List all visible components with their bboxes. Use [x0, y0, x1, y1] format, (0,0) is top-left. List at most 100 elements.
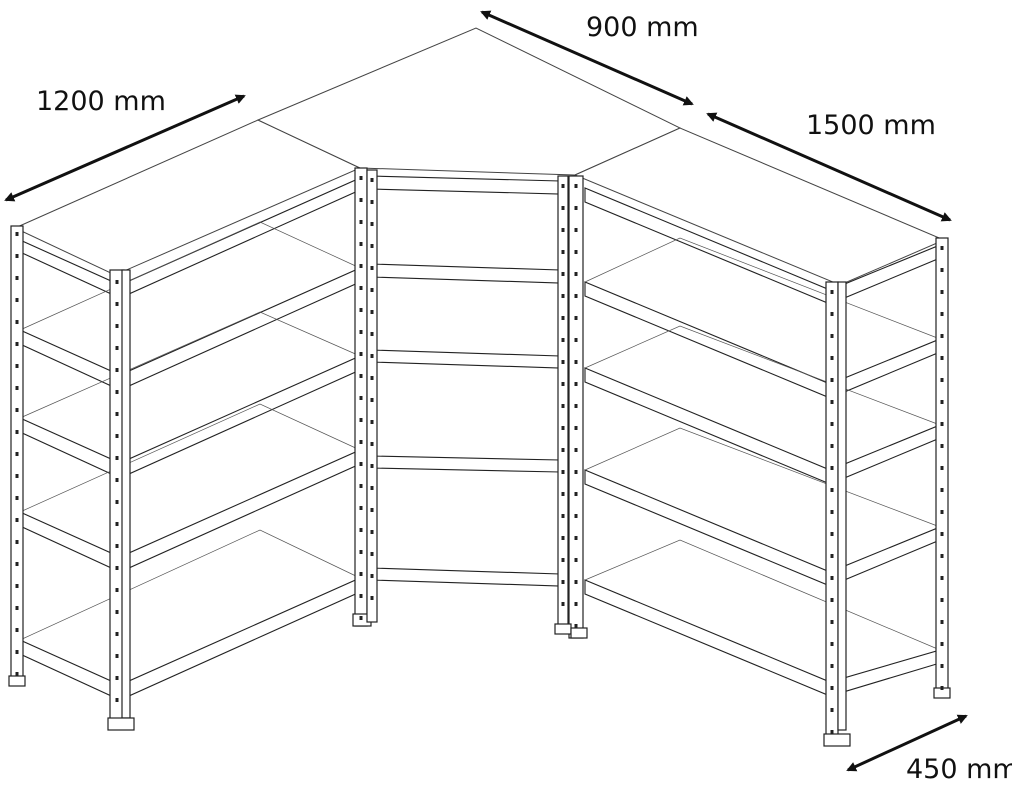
post-hole: [574, 338, 578, 342]
post-hole: [830, 598, 834, 602]
post-hole: [370, 178, 374, 182]
post-hole: [561, 206, 565, 210]
post-hole: [940, 576, 944, 580]
dimension-label-right: 1500 mm: [806, 110, 936, 141]
arrow-900: [480, 10, 694, 106]
dimension-label-left: 1200 mm: [36, 86, 166, 117]
post-hole: [940, 510, 944, 514]
post-hole: [574, 228, 578, 232]
post-hole: [830, 356, 834, 360]
post-hole: [370, 464, 374, 468]
post-hole: [574, 426, 578, 430]
post-hole: [561, 404, 565, 408]
post-hole: [115, 544, 119, 548]
post-hole: [830, 620, 834, 624]
post-hole: [561, 382, 565, 386]
post-hole: [115, 500, 119, 504]
post-hole: [940, 554, 944, 558]
post-hole: [940, 642, 944, 646]
post-hole: [940, 664, 944, 668]
post-hole: [940, 378, 944, 382]
post-hole: [359, 418, 363, 422]
post-hole: [830, 664, 834, 668]
arrow-450: [846, 714, 968, 772]
post-hole: [561, 426, 565, 430]
post-hole: [359, 264, 363, 268]
post-hole: [370, 574, 374, 578]
post-hole: [359, 286, 363, 290]
post-hole: [561, 316, 565, 320]
post-hole: [115, 676, 119, 680]
post-hole: [561, 470, 565, 474]
post-hole: [15, 518, 19, 522]
arrow-1500: [706, 112, 952, 222]
post-hole: [574, 492, 578, 496]
post-hole: [359, 220, 363, 224]
post-hole: [574, 360, 578, 364]
post-hole: [115, 698, 119, 702]
post-hole: [561, 272, 565, 276]
post-hole: [830, 400, 834, 404]
post-hole: [115, 390, 119, 394]
post-hole: [115, 632, 119, 636]
post-hole: [370, 332, 374, 336]
post-hole: [561, 250, 565, 254]
post-hole: [940, 686, 944, 690]
post-hole: [370, 530, 374, 534]
post-hole: [940, 620, 944, 624]
post-hole: [15, 276, 19, 280]
arrow-1200: [4, 94, 246, 202]
post-hole: [15, 606, 19, 610]
post-hole: [15, 584, 19, 588]
post-hole: [940, 312, 944, 316]
post-hole: [574, 206, 578, 210]
post-hole: [15, 430, 19, 434]
post-hole: [830, 422, 834, 426]
post-hole: [830, 576, 834, 580]
post-hole: [940, 400, 944, 404]
post-hole: [574, 558, 578, 562]
post-hole: [15, 232, 19, 236]
post-hole: [561, 184, 565, 188]
post-hole: [940, 334, 944, 338]
middle-left-post: [366, 169, 378, 623]
post-hole: [830, 488, 834, 492]
post-hole: [115, 478, 119, 482]
post-hole: [15, 408, 19, 412]
post-hole: [370, 420, 374, 424]
post-hole: [359, 198, 363, 202]
post-hole: [115, 566, 119, 570]
post-hole: [574, 624, 578, 628]
post-hole: [15, 650, 19, 654]
post-hole: [940, 532, 944, 536]
left-shelves: [19, 177, 361, 701]
post-hole: [15, 452, 19, 456]
post-hole: [359, 506, 363, 510]
post-hole: [574, 470, 578, 474]
post-hole: [115, 368, 119, 372]
post-hole: [574, 448, 578, 452]
post-hole: [830, 708, 834, 712]
post-hole: [561, 602, 565, 606]
post-hole: [15, 342, 19, 346]
post-hole: [15, 562, 19, 566]
post-hole: [830, 444, 834, 448]
post-hole: [115, 346, 119, 350]
post-hole: [115, 280, 119, 284]
post-hole: [940, 290, 944, 294]
post-hole: [359, 396, 363, 400]
post-hole: [561, 514, 565, 518]
left-shelving-unit: [8, 167, 372, 731]
middle-shelves: [369, 175, 561, 587]
post-hole: [370, 310, 374, 314]
post-hole: [359, 242, 363, 246]
dimension-label-depth: 450 mm: [906, 754, 1012, 785]
post-hole: [561, 558, 565, 562]
post-hole: [359, 484, 363, 488]
post-hole: [574, 580, 578, 584]
post-hole: [561, 448, 565, 452]
post-hole: [359, 528, 363, 532]
post-hole: [359, 550, 363, 554]
